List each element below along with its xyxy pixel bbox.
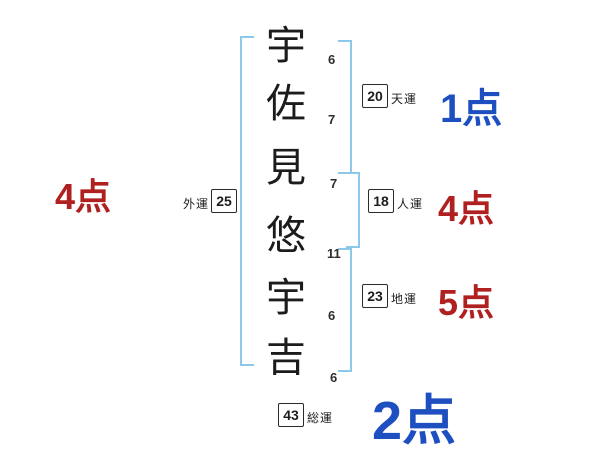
stroke-count-3: 7 [330, 176, 338, 191]
outer-luck-value-box: 25 [211, 189, 237, 213]
earth-luck-bracket [338, 248, 352, 372]
heaven-luck-value-box: 20 [362, 84, 388, 108]
name-character-2: 佐 [266, 82, 306, 126]
person-luck-bracket [346, 172, 360, 248]
heaven-luck-label: 天運 [391, 92, 418, 106]
outer-luck-bracket [240, 36, 254, 366]
total-luck-label: 総運 [307, 411, 334, 425]
person-luck-value-box: 18 [368, 189, 394, 213]
name-character-1: 宇 [266, 24, 306, 68]
stroke-count-4: 11 [327, 246, 341, 261]
name-character-3: 見 [266, 146, 306, 190]
outer-luck-score: 4点 [55, 176, 112, 217]
heaven-luck-bracket [338, 40, 352, 174]
total-luck-score: 2点 [372, 391, 457, 451]
stroke-count-2: 7 [328, 112, 336, 127]
name-character-6: 吉 [266, 336, 306, 380]
stroke-count-6: 6 [330, 370, 338, 385]
total-luck-value-box: 43 [278, 403, 304, 427]
person-luck-score: 4点 [438, 188, 495, 229]
earth-luck-value-box: 23 [362, 284, 388, 308]
earth-luck-label: 地運 [391, 292, 418, 306]
stroke-count-1: 6 [328, 52, 336, 67]
stroke-count-5: 6 [328, 308, 336, 323]
heaven-luck-score: 1点 [440, 87, 503, 131]
name-character-4: 悠 [266, 214, 306, 258]
name-character-5: 宇 [266, 276, 306, 320]
person-luck-label: 人運 [397, 197, 424, 211]
outer-luck-label: 外運 [183, 197, 210, 211]
earth-luck-score: 5点 [438, 282, 495, 323]
